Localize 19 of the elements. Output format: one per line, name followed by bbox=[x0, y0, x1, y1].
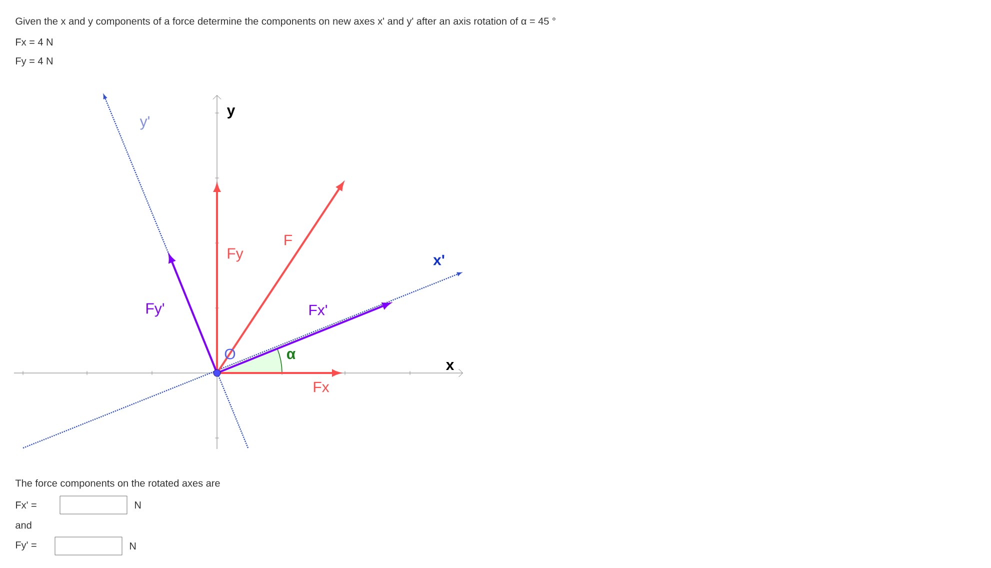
vector-label: F bbox=[284, 234, 292, 246]
vector-label: Fx' bbox=[309, 304, 327, 316]
unit-label: N bbox=[130, 542, 136, 550]
unit-label: N bbox=[135, 502, 141, 508]
angle-label: α bbox=[286, 350, 296, 360]
question-text: Given the x and y components of a force determine the components on new axes x' and y' after an axis rotation of α = 45 ° bbox=[16, 17, 556, 27]
axis-label: y bbox=[226, 108, 236, 119]
axis-label: x' bbox=[433, 254, 444, 266]
vector-label: Fy' bbox=[146, 303, 164, 317]
instruction-text: The force components on the rotated axes are bbox=[15, 479, 220, 489]
given-value: Fx = 4 N bbox=[16, 38, 52, 46]
connector-word: and bbox=[16, 521, 32, 529]
given-value: Fy = 4 N bbox=[16, 58, 52, 66]
axis-label: x bbox=[446, 362, 454, 370]
vector-label: Fy bbox=[228, 248, 244, 262]
axis-label: y' bbox=[140, 116, 150, 130]
answer-label: Fy' = bbox=[16, 542, 36, 550]
answer-label: Fx' = bbox=[16, 502, 36, 508]
vector-label: Fx bbox=[314, 382, 330, 392]
